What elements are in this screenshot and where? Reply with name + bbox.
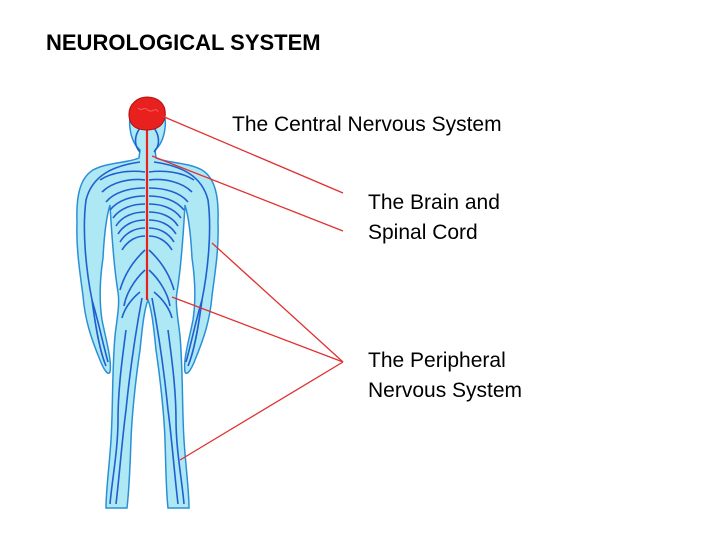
peripheral-nerves [83,127,211,505]
brain-label-line2: Spinal Cord [368,221,478,244]
slide-title: NEUROLOGICAL SYSTEM [46,30,321,55]
peripheral-nervous-system-label: The Peripheral Nervous System [368,346,522,406]
pointer-arm [211,242,344,363]
pointer-spine [151,155,344,232]
brain-label-line1: The Brain and [368,191,500,214]
pointer-lines [151,115,344,461]
pns-label-line1: The Peripheral [368,349,506,372]
brain-spinal-cord-label: The Brain and Spinal Cord [368,188,500,248]
pointer-pelvis [171,296,344,363]
pointer-brain [161,115,344,194]
pns-label-line2: Nervous System [368,379,523,402]
central-nervous-system-label: The Central Nervous System [232,113,502,136]
brain-icon [128,96,166,131]
pointer-leg [179,361,344,461]
